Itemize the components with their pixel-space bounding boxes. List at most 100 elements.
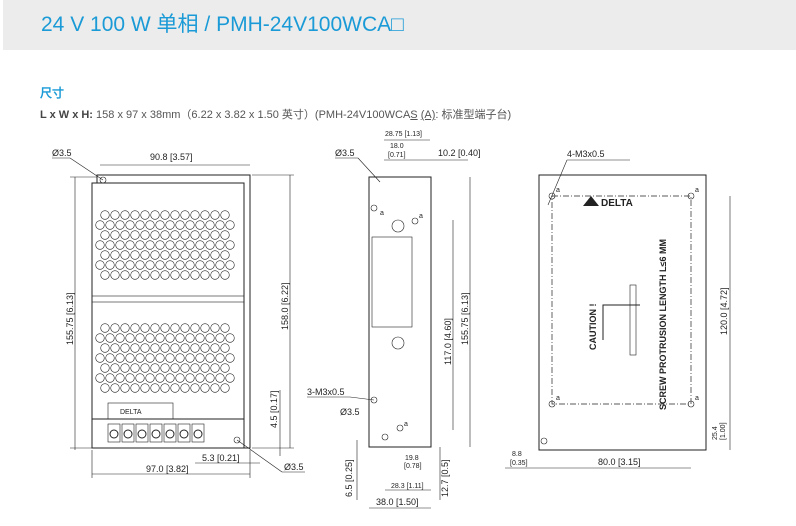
vent-hole [115,240,125,250]
section-title: 尺寸 [40,86,65,100]
front-height-right: 158.0 [6.22] [280,282,290,330]
vent-hole [125,220,135,230]
vent-hole [205,373,215,383]
vent-hole [220,383,230,393]
bottom-h2b: [1.00] [720,422,727,440]
vent-hole [150,250,160,260]
vent-hole [150,363,160,373]
vent-hole [160,343,170,353]
vent-hole [165,260,175,270]
vent-hole [130,343,140,353]
side-d6: 6.5 [0.25] [344,459,354,497]
vent-hole [185,373,195,383]
vent-hole [165,353,175,363]
vent-hole [150,210,160,220]
caution-text: CAUTION ! [588,304,598,351]
bottom-w1b: [0.35] [510,460,528,467]
vent-hole [145,353,155,363]
vent-hole [170,383,180,393]
vent-hole [130,230,140,240]
vent-hole [215,353,225,363]
vent-hole [135,220,145,230]
vent-hole [165,333,175,343]
vent-hole [155,373,165,383]
terminal [107,423,121,443]
vent-hole [200,363,210,373]
dimension-spec: L x W x H: 158 x 97 x 38mm（6.22 x 3.82 x… [40,106,511,122]
vent-hole [140,210,150,220]
vent-hole [135,260,145,270]
vent-hole [125,240,135,250]
vent-hole [110,270,120,280]
vent-hole [215,260,225,270]
vent-hole [210,250,220,260]
side-d4a: 19.8 [405,455,419,462]
front-offset-v: 4.5 [0.17] [269,390,279,428]
vent-hole [160,230,170,240]
side-hole-top: Ø3.5 [335,148,355,158]
terminal [149,423,163,443]
vent-hole [175,220,185,230]
bottom-logo: DELTA [601,198,633,209]
header: 24 V 100 W 单相 / PMH-24V100WCA□ [3,0,796,50]
bottom-h2a: 25.4 [712,426,719,440]
vent-hole [110,363,120,373]
vent-hole [105,220,115,230]
vent-hole [100,383,110,393]
vent-hole [175,353,185,363]
bottom-screw: 4-M3x0.5 [567,149,605,159]
vent-hole [145,373,155,383]
vent-hole [225,260,235,270]
vent-hole [190,363,200,373]
vent-hole [205,260,215,270]
vent-hole [180,323,190,333]
vent-hole [180,210,190,220]
side-d2b: [0.71] [388,152,406,159]
vent-hole [95,240,105,250]
vent-hole [185,240,195,250]
vent-hole [180,383,190,393]
vent-hole [105,373,115,383]
vent-hole [200,230,210,240]
vent-hole [125,260,135,270]
terminal [177,423,191,443]
vent-hole [220,230,230,240]
vent-hole [105,240,115,250]
vent-hole [125,373,135,383]
spec-label: L x W x H: [40,109,93,121]
vent-hole [190,230,200,240]
vent-hole [205,240,215,250]
spec-dims: 158 x 97 x 38mm（6.22 x 3.82 x 1.50 英寸）(P… [92,109,411,121]
vent-hole [130,210,140,220]
vent-hole [190,270,200,280]
vent-hole [175,240,185,250]
vent-hole [160,250,170,260]
vent-hole [120,383,130,393]
vent-hole [120,250,130,260]
vent-hole [210,230,220,240]
vent-hole [180,343,190,353]
terminal [121,423,135,443]
vent-hole [130,323,140,333]
product-title: 24 V 100 W 单相 / PMH-24V100WCA□ [41,13,404,36]
vent-hole [155,220,165,230]
bottom-a-3: a [556,395,560,402]
vent-hole [170,270,180,280]
spec-s: S [410,109,418,121]
side-d1: 28.75 [1.13] [385,131,422,138]
vent-hole [120,363,130,373]
vent-hole [210,363,220,373]
vent-hole [165,240,175,250]
vent-hole [120,210,130,220]
vent-hole [200,210,210,220]
side-d4b: [0.78] [404,463,422,470]
vent-hole [180,250,190,260]
vent-hole [225,240,235,250]
vent-hole [115,353,125,363]
vent-hole [115,260,125,270]
vent-hole [95,260,105,270]
side-d7: 12.7 [0.5] [440,459,450,497]
vent-hole [140,343,150,353]
terminal [135,423,149,443]
